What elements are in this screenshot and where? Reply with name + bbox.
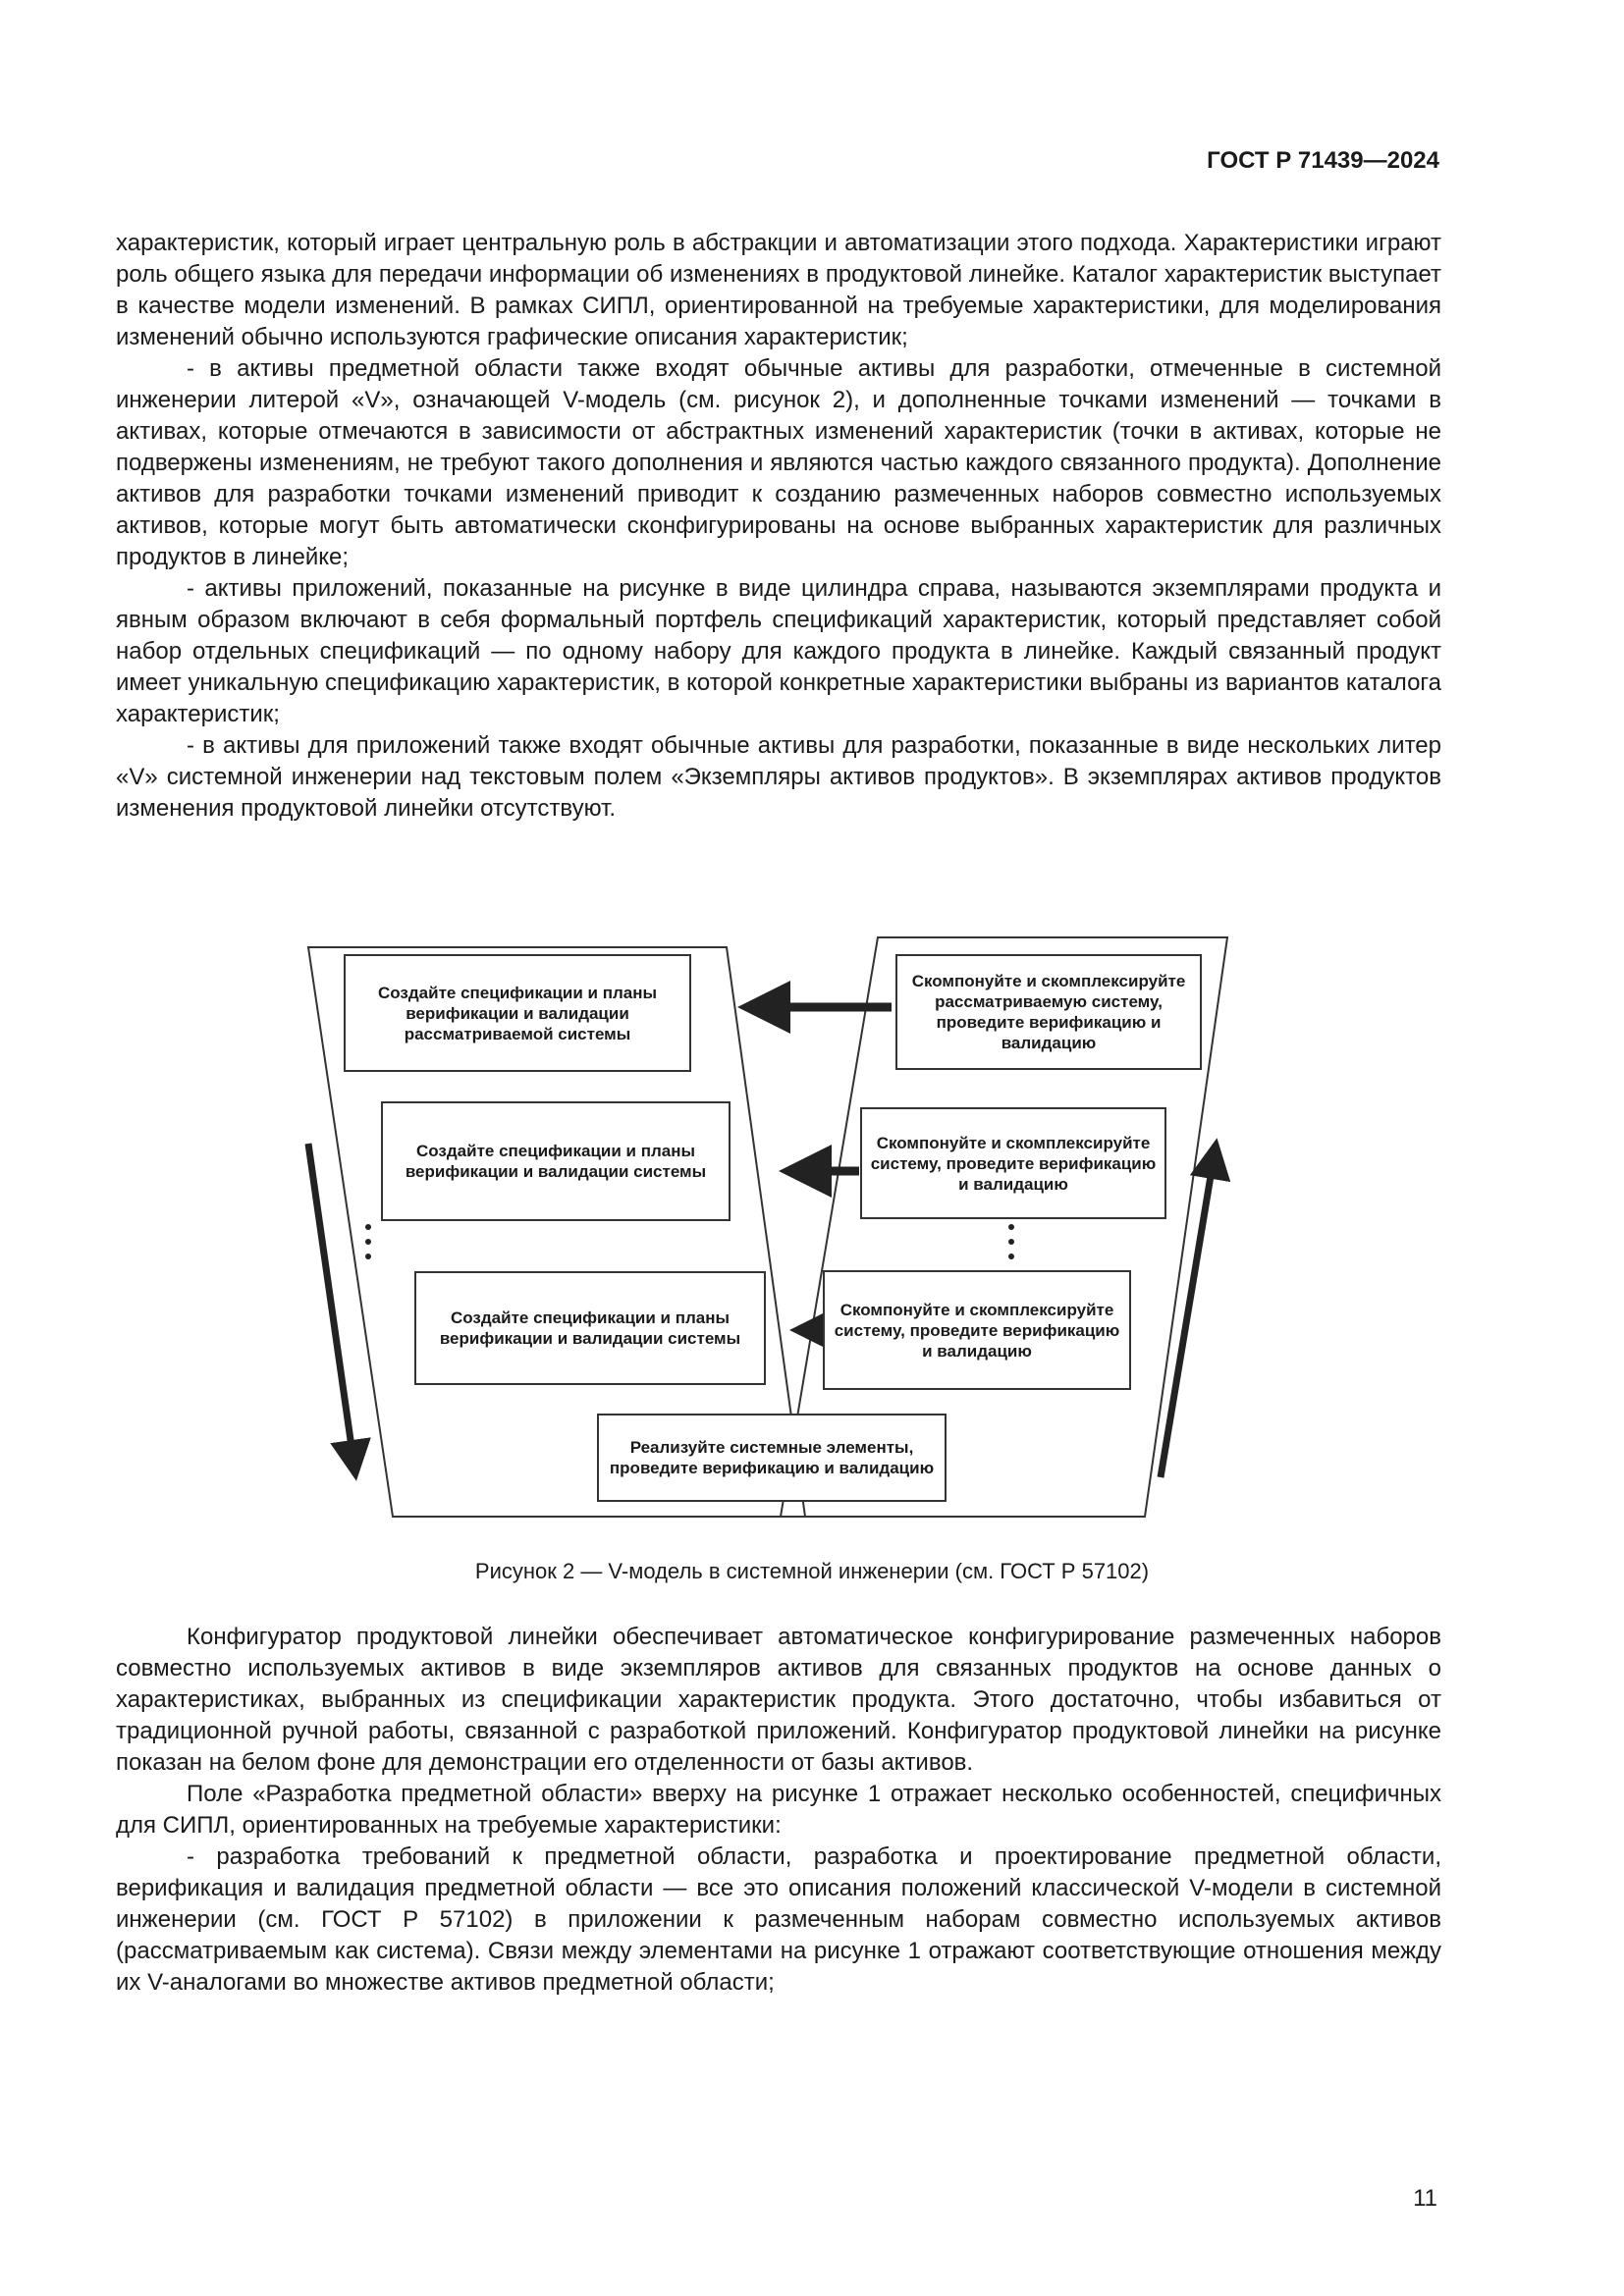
v-model-figure: Создайте спецификации и планы верификаци… — [295, 933, 1237, 1522]
bottom-box: Реализуйте системные элементы, проведите… — [597, 1414, 947, 1502]
list-item: - активы приложений, показанные на рисун… — [116, 575, 1441, 727]
paragraph: Конфигуратор продуктовой линейки обеспеч… — [116, 1624, 1441, 1776]
up-arrow-icon — [1157, 1138, 1231, 1478]
left-box-1: Создайте спецификации и планы верификаци… — [344, 954, 691, 1072]
v-model-frame — [304, 936, 1231, 1518]
right-box-1: Скомпонуйте и скомплексируйте рассматрив… — [895, 954, 1202, 1070]
list-item: - в активы для приложений также входят о… — [116, 732, 1441, 822]
down-arrow-icon — [304, 1143, 371, 1481]
figure-caption: Рисунок 2 — V-модель в системной инженер… — [474, 1559, 1150, 1583]
body-text-bottom: Конфигуратор продуктовой линейки обеспеч… — [116, 1622, 1441, 1999]
right-box-2: Скомпонуйте и скомплексируйте систему, п… — [860, 1107, 1166, 1219]
ellipsis-dots-left — [365, 1224, 371, 1259]
list-item: - разработка требований к предметной обл… — [116, 1843, 1441, 1996]
ellipsis-dots-right — [1008, 1224, 1014, 1259]
page-number: 11 — [1413, 2185, 1437, 2212]
right-box-3: Скомпонуйте и скомплексируйте систему, п… — [823, 1270, 1131, 1390]
list-item: - в активы предметной области также вход… — [116, 355, 1441, 570]
left-box-3: Создайте спецификации и планы верификаци… — [414, 1271, 766, 1385]
left-box-2: Создайте спецификации и планы верификаци… — [381, 1101, 731, 1221]
body-text-top: характеристик, который играет центральну… — [116, 228, 1441, 825]
paragraph: характеристик, который играет центральну… — [116, 230, 1441, 350]
paragraph: Поле «Разработка предметной области» вве… — [116, 1781, 1441, 1839]
document-header: ГОСТ Р 71439—2024 — [1207, 147, 1439, 174]
